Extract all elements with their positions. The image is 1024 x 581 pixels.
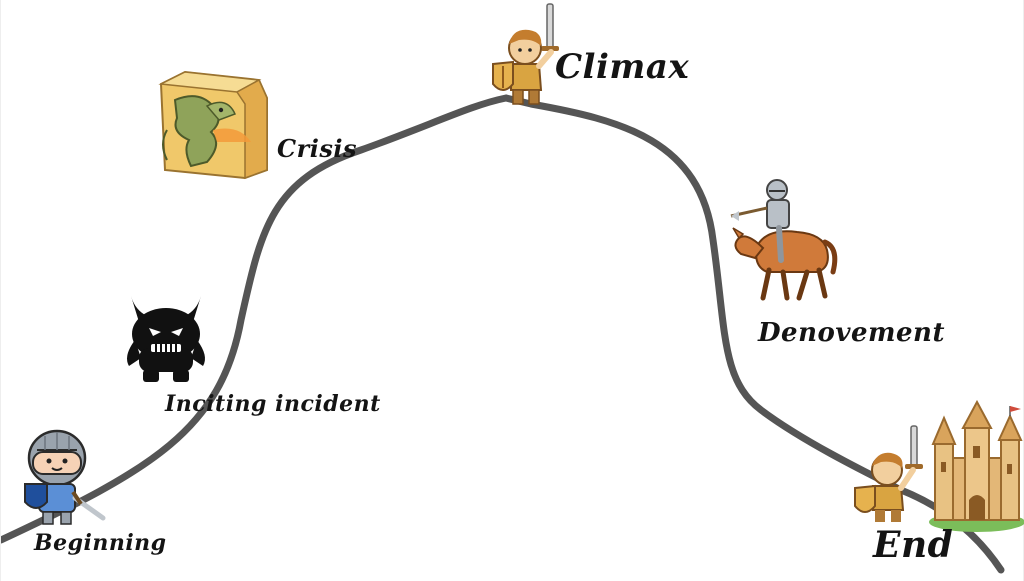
stage-label-beginning: Beginning xyxy=(34,530,167,556)
hero-end-icon xyxy=(854,425,923,522)
dragon-cube-icon xyxy=(158,70,268,180)
knight-icon xyxy=(24,429,106,525)
castle-icon xyxy=(929,399,1024,532)
hero-sword-raised-icon xyxy=(492,3,559,105)
monster-icon xyxy=(127,296,205,382)
horse-rider-icon xyxy=(730,179,838,301)
stage-label-end: End xyxy=(873,524,954,566)
stage-label-climax: Climax xyxy=(555,47,690,87)
plot-arc-curve xyxy=(1,94,1005,574)
stage-label-denovement: Denovement xyxy=(758,318,945,348)
stage-label-crisis: Crisis xyxy=(277,134,358,163)
stage-label-inciting-incident: Inciting incident xyxy=(165,391,381,417)
